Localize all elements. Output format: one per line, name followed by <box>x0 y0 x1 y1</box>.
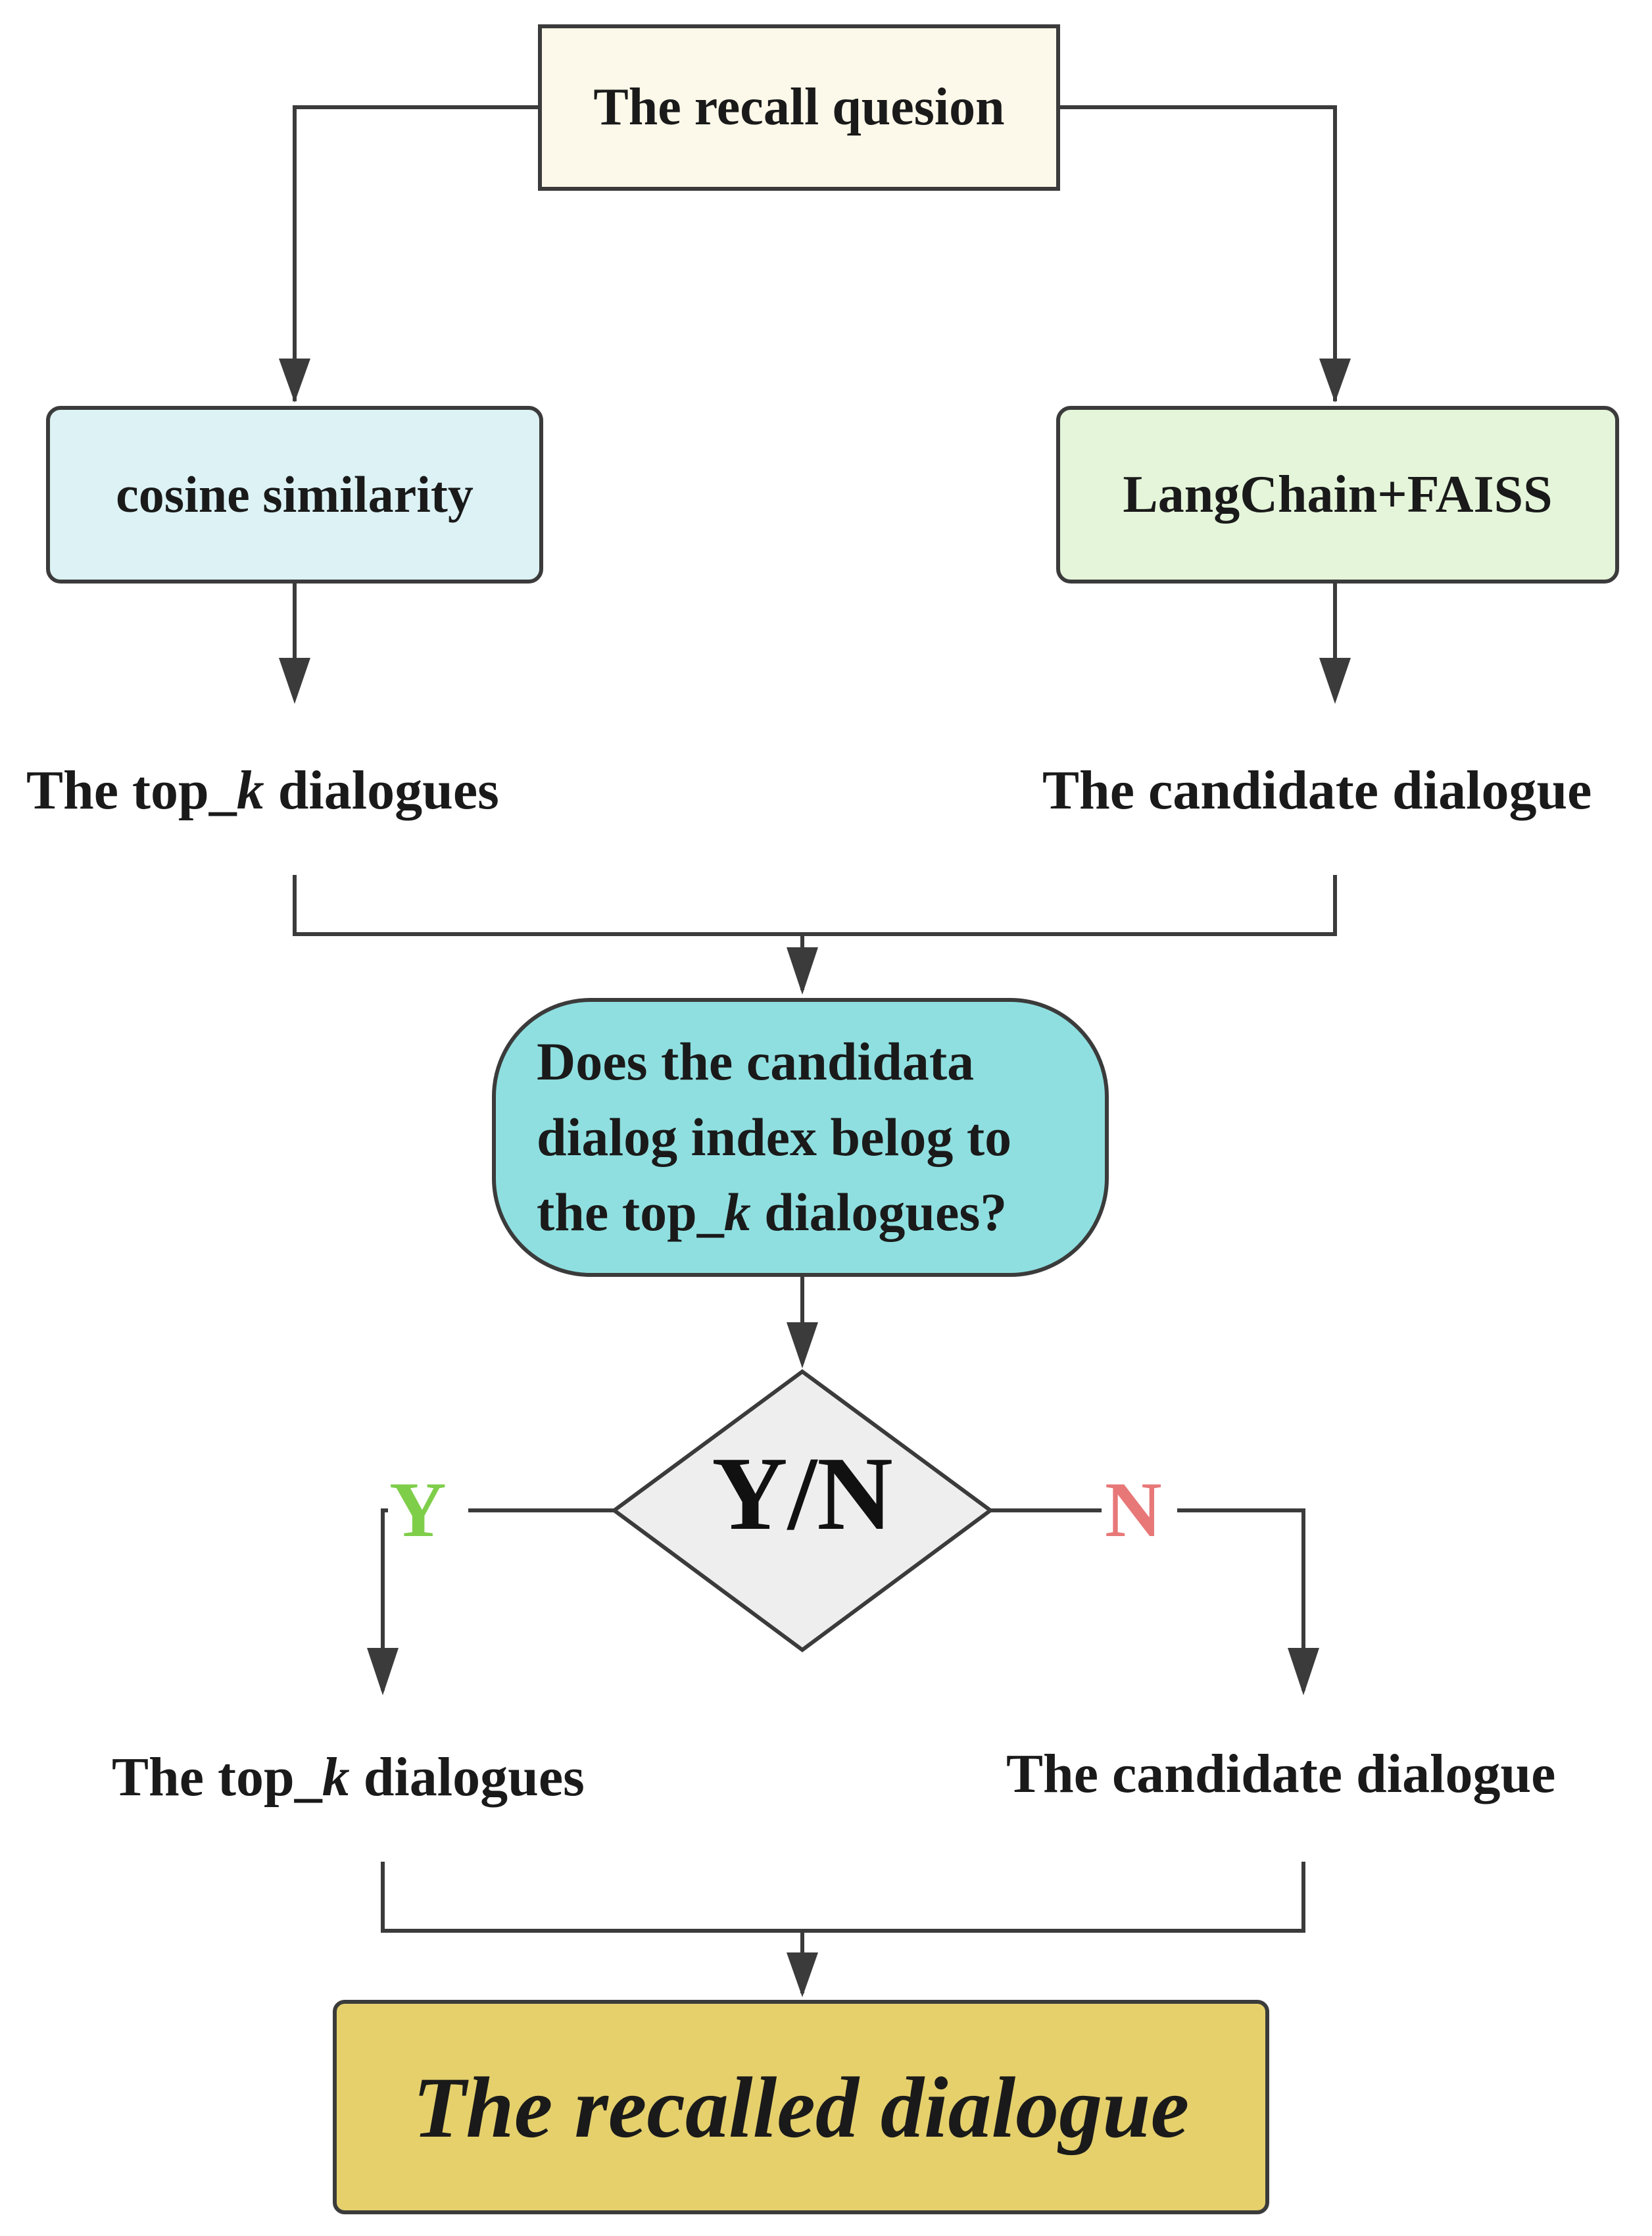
yes-branch-label: Y <box>389 1466 447 1553</box>
candidate-dialogue-label-2: The candidate dialogue <box>1006 1743 1556 1804</box>
topk-prefix-2: The top_ <box>112 1747 322 1808</box>
langchain-faiss-text: LangChain+FAISS <box>1123 465 1553 524</box>
decision-question-line-2: dialog index belog to <box>537 1106 1012 1167</box>
decision-diamond <box>610 1369 994 1652</box>
connector-no-branch-b <box>1177 1508 1305 1691</box>
topk-k-2: k <box>322 1747 350 1808</box>
decision-line3-suffix: dialogues? <box>750 1182 1008 1243</box>
topk-dialogues-label-2: The top_k dialogues <box>112 1750 585 1805</box>
arrowhead-candidate-1 <box>1319 658 1351 704</box>
topk-suffix-2: dialogues <box>349 1747 585 1808</box>
connector-question-to-langchain <box>1060 105 1337 401</box>
recalled-dialogue-text: The recalled dialogue <box>412 2058 1190 2156</box>
decision-line3-prefix: the top_ <box>537 1182 724 1243</box>
connector-merge-2 <box>381 1862 1305 1933</box>
arrowhead-diamond <box>787 1322 818 1368</box>
recalled-dialogue-box: The recalled dialogue <box>333 2000 1269 2214</box>
arrowhead-decision-question <box>787 947 818 995</box>
arrowhead-topk-2 <box>367 1648 399 1695</box>
recall-question-box: The recall quesion <box>538 24 1060 191</box>
candidate-dialogue-label-1: The candidate dialogue <box>1042 760 1592 821</box>
arrowhead-langchain <box>1319 359 1351 403</box>
langchain-faiss-box: LangChain+FAISS <box>1056 406 1619 584</box>
topk-k-1: k <box>236 760 264 821</box>
recall-question-text: The recall quesion <box>593 78 1005 136</box>
arrowhead-topk-1 <box>279 658 310 704</box>
decision-question-line-3: the top_k dialogues? <box>537 1175 1011 1251</box>
decision-question-text: Does the candidata dialog index belog to… <box>537 1024 1011 1251</box>
topk-dialogues-label-1: The top_k dialogues <box>26 763 499 818</box>
cosine-similarity-box: cosine similarity <box>46 406 543 584</box>
arrowhead-cosine <box>279 359 310 403</box>
decision-question-box: Does the candidata dialog index belog to… <box>492 998 1109 1277</box>
no-branch-label: N <box>1105 1466 1162 1553</box>
topk-prefix-1: The top_ <box>26 760 237 821</box>
connector-merge-1 <box>293 875 1337 936</box>
cosine-similarity-text: cosine similarity <box>116 466 474 523</box>
yes-no-decision-text: Y/N <box>712 1435 893 1552</box>
decision-question-line-1: Does the candidata <box>537 1031 975 1091</box>
arrowhead-result <box>787 1952 818 1997</box>
connector-question-to-cosine <box>293 105 538 401</box>
connector-yes-branch-b <box>381 1508 388 1691</box>
decision-line3-k: k <box>723 1182 751 1243</box>
topk-suffix-1: dialogues <box>264 760 499 821</box>
arrowhead-candidate-2 <box>1288 1648 1319 1695</box>
